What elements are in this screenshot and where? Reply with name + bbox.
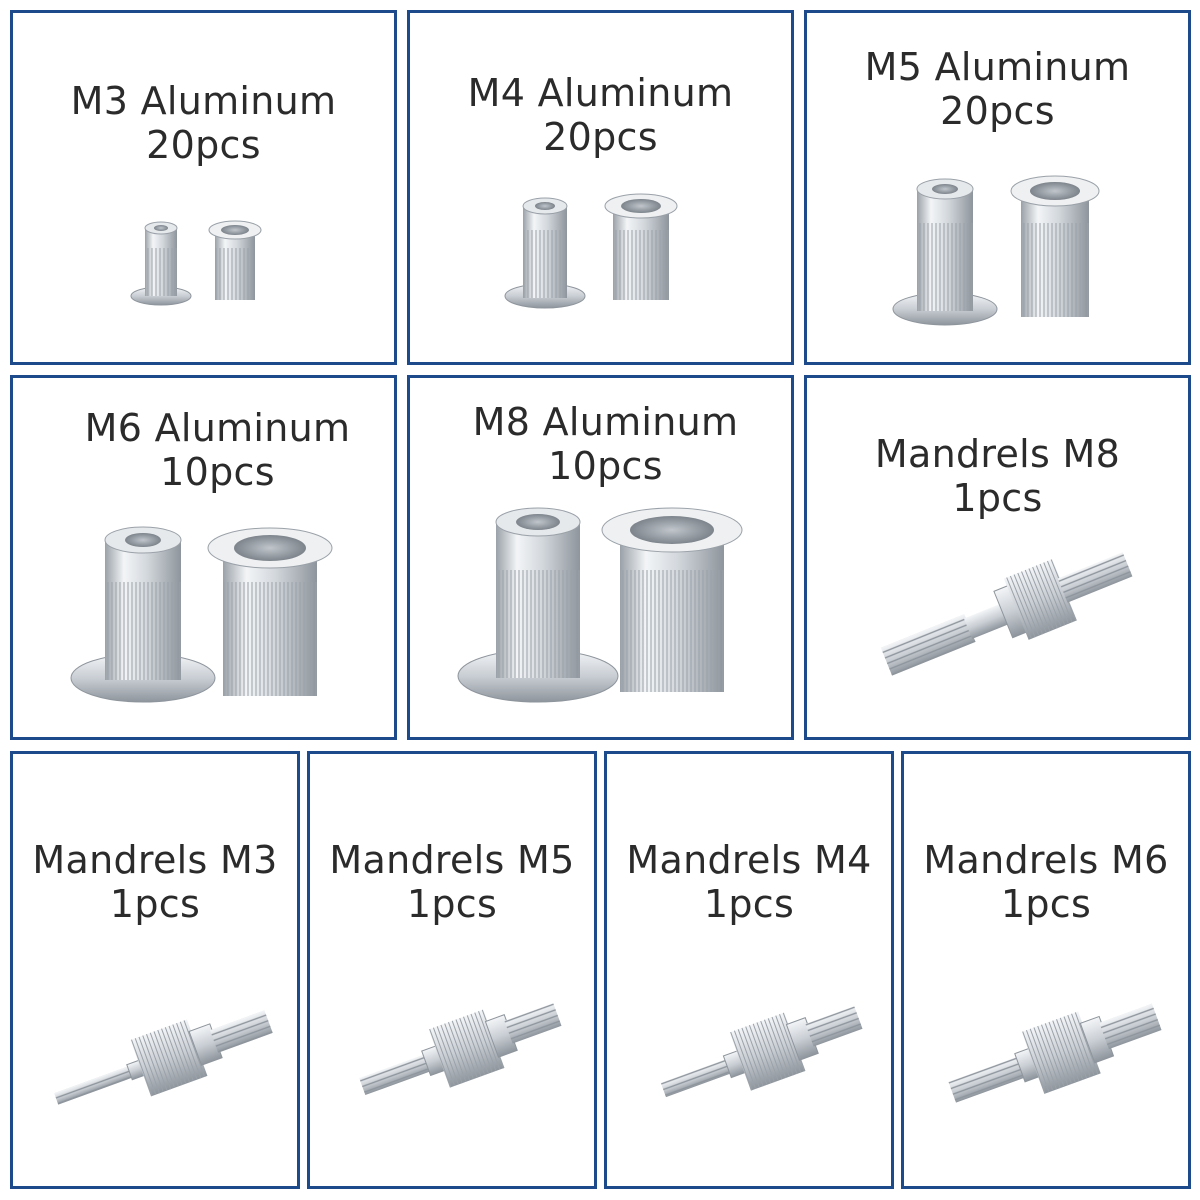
rivet-nut-pair-image [70, 526, 333, 703]
panel-title: Mandrels M3 [32, 838, 278, 882]
panel-label: M4 Aluminum 20pcs [410, 71, 791, 159]
panel-quantity: 1pcs [703, 882, 795, 926]
panel-quantity: 20pcs [940, 89, 1055, 133]
panel-label: Mandrels M4 1pcs [607, 838, 891, 926]
panel-m3-aluminum: M3 Aluminum 20pcs [10, 10, 397, 365]
panel-quantity: 10pcs [548, 444, 663, 488]
panel-label: Mandrels M8 1pcs [807, 432, 1188, 520]
rivet-nut-pair-image [457, 507, 743, 703]
panel-mandrels-m5: Mandrels M5 1pcs [307, 751, 597, 1189]
panel-label: M6 Aluminum 10pcs [41, 406, 394, 494]
panel-title: M3 Aluminum [70, 79, 337, 123]
mandrel-image [880, 552, 1133, 676]
panel-title: Mandrels M5 [329, 838, 575, 882]
panel-mandrels-m8: Mandrels M8 1pcs [804, 375, 1191, 740]
rivet-nut-pair-image [130, 220, 262, 306]
mandrel-image [948, 1003, 1162, 1103]
panel-title: Mandrels M4 [626, 838, 872, 882]
panel-label: Mandrels M6 1pcs [904, 838, 1188, 926]
panel-quantity: 20pcs [543, 115, 658, 159]
panel-title: M4 Aluminum [467, 71, 734, 115]
mandrel-image [359, 1003, 562, 1096]
panel-label: M3 Aluminum 20pcs [13, 79, 394, 167]
panel-quantity: 1pcs [1000, 882, 1092, 926]
panel-title: M8 Aluminum [472, 400, 739, 444]
panel-m8-aluminum: M8 Aluminum 10pcs [407, 375, 794, 740]
mandrel-image [54, 1010, 273, 1105]
mandrel-image [660, 1006, 863, 1098]
panel-title: M6 Aluminum [84, 406, 351, 450]
panel-label: Mandrels M3 1pcs [13, 838, 297, 926]
panel-m4-aluminum: M4 Aluminum 20pcs [407, 10, 794, 365]
panel-quantity: 1pcs [109, 882, 201, 926]
panel-mandrels-m3: Mandrels M3 1pcs [10, 751, 300, 1189]
panel-mandrels-m4: Mandrels M4 1pcs [604, 751, 894, 1189]
panel-label: Mandrels M5 1pcs [310, 838, 594, 926]
rivet-nut-pair-image [504, 193, 678, 309]
panel-quantity: 10pcs [160, 450, 275, 494]
panel-m6-aluminum: M6 Aluminum 10pcs [10, 375, 397, 740]
panel-mandrels-m6: Mandrels M6 1pcs [901, 751, 1191, 1189]
panel-title: Mandrels M8 [874, 432, 1121, 476]
panel-m5-aluminum: M5 Aluminum 20pcs [804, 10, 1191, 365]
panel-quantity: 1pcs [952, 476, 1043, 520]
panel-label: M8 Aluminum 10pcs [420, 400, 791, 488]
panel-title: M5 Aluminum [864, 45, 1131, 89]
panel-label: M5 Aluminum 20pcs [807, 45, 1188, 133]
rivet-nut-pair-image [892, 175, 1100, 326]
panel-quantity: 1pcs [406, 882, 498, 926]
panel-quantity: 20pcs [146, 123, 261, 167]
panel-title: Mandrels M6 [923, 838, 1169, 882]
